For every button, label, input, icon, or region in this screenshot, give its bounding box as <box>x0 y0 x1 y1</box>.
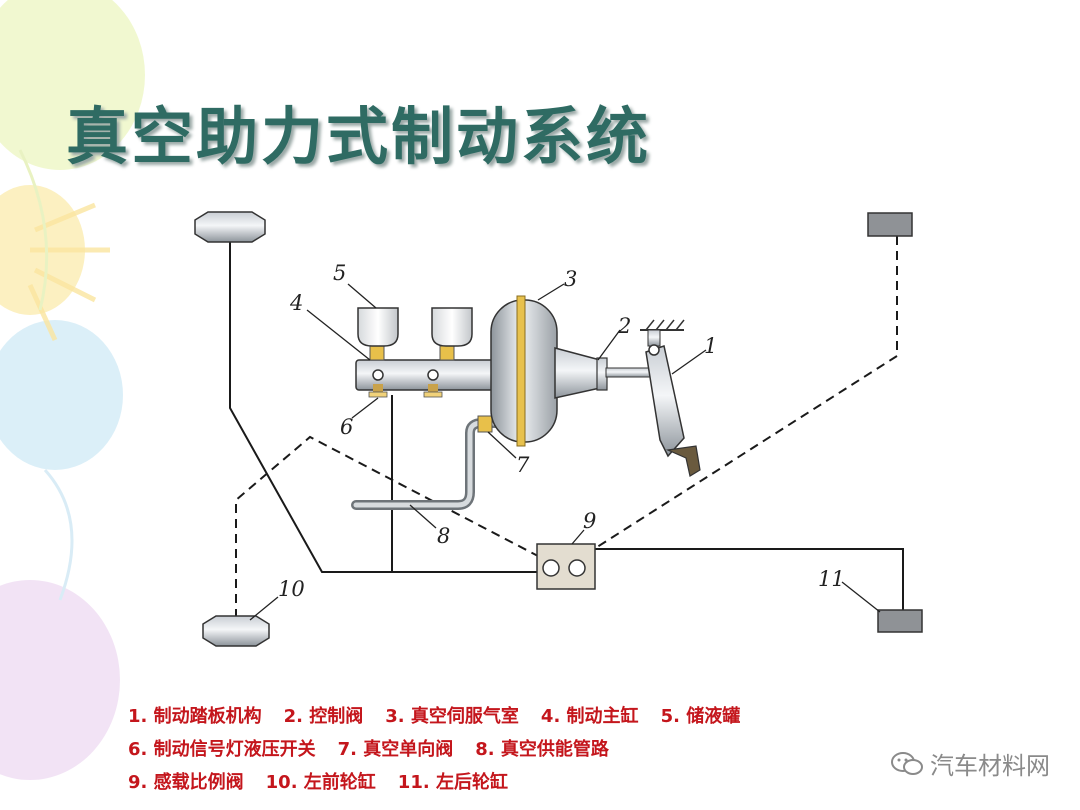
legend-item: 9. 感载比例阀 <box>128 772 244 793</box>
legend-item: 8. 真空供能管路 <box>475 739 609 760</box>
brake-light-switch <box>368 384 443 398</box>
legend-item: 3. 真空伺服气室 <box>385 706 519 727</box>
legend-item: 7. 真空单向阀 <box>337 739 454 760</box>
legend-item: 11. 左后轮缸 <box>397 772 508 793</box>
callout-7: 7 <box>516 453 530 477</box>
brake-master-cylinder <box>355 345 497 391</box>
watermark-text: 汽车材料网 <box>930 752 1050 780</box>
parts-legend: 1. 制动踏板机构 2. 控制阀 3. 真空伺服气室 4. 制动主缸 5. 储液罐 6.… <box>128 700 762 799</box>
legend-item: 10. 左前轮缸 <box>265 772 376 793</box>
legend-row-2: 6. 制动信号灯液压开关 7. 真空单向阀 8. 真空供能管路 <box>128 733 762 766</box>
callout-4: 4 <box>289 291 303 315</box>
callout-1: 1 <box>704 334 717 358</box>
legend-item: 5. 储液罐 <box>660 706 741 727</box>
left-front-wheel-cylinder <box>202 615 270 647</box>
callout-8: 8 <box>437 524 450 548</box>
legend-item: 6. 制动信号灯液压开关 <box>128 739 316 760</box>
legend-item: 1. 制动踏板机构 <box>128 706 262 727</box>
legend-item: 2. 控制阀 <box>283 706 364 727</box>
dashed-lines <box>235 236 898 618</box>
callout-10: 10 <box>278 577 305 601</box>
hydraulic-lines <box>229 235 904 611</box>
vacuum-booster <box>490 295 601 447</box>
wheel-cylinder-top-left <box>194 211 266 243</box>
callout-2: 2 <box>617 314 631 338</box>
callout-3: 3 <box>564 267 577 291</box>
callout-9: 9 <box>583 509 596 533</box>
fluid-reservoir <box>357 307 473 347</box>
legend-item: 4. 制动主缸 <box>540 706 639 727</box>
callout-6: 6 <box>340 415 353 439</box>
callout-5: 5 <box>333 261 346 285</box>
slide-title: 真空助力式制动系统 <box>66 100 652 173</box>
legend-row-1: 1. 制动踏板机构 2. 控制阀 3. 真空伺服气室 4. 制动主缸 5. 储液罐 <box>128 700 762 733</box>
brake-pedal-mechanism <box>640 319 701 477</box>
vacuum-supply-pipe <box>351 418 505 510</box>
push-rod <box>605 367 653 378</box>
callout-11: 11 <box>818 567 845 591</box>
chat-bubble-icon <box>891 751 923 775</box>
leader-lines <box>249 283 881 621</box>
wheel-cylinder-top-right <box>867 212 913 237</box>
left-rear-wheel-cylinder <box>877 609 923 633</box>
vacuum-check-valve <box>477 415 493 433</box>
load-sensing-proportioning-valve <box>536 543 596 590</box>
watermark: 汽车材料网 <box>890 746 1050 781</box>
legend-row-3: 9. 感载比例阀 10. 左前轮缸 11. 左后轮缸 <box>128 766 762 799</box>
